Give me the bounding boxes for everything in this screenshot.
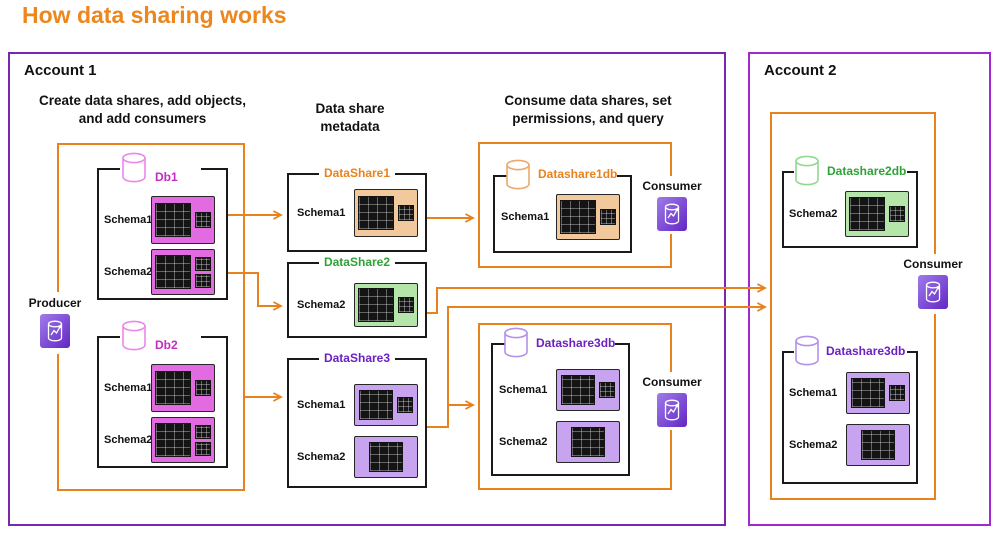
consumer1-label: Consumer (642, 179, 702, 193)
table-grid (155, 203, 191, 237)
producer-redshift-icon (40, 314, 70, 348)
datashare3db-schema1-label: Schema1 (499, 384, 548, 396)
table-grid (599, 382, 615, 398)
table-grid (195, 256, 211, 271)
table-grid (358, 288, 394, 322)
db2-schema2-label: Schema2 (104, 434, 153, 446)
datashare3-schema1-label: Schema1 (297, 399, 346, 411)
table-grid (600, 209, 616, 225)
datashare1-box (287, 173, 427, 252)
datashare3db-name: Datashare3db (536, 336, 616, 350)
account2-datashare3db-schema1-tables (846, 372, 910, 414)
table-grid (889, 206, 905, 222)
datashare1db-schema1-label: Schema1 (501, 211, 550, 223)
consumer2-redshift-icon (918, 275, 948, 309)
datashare1db-schema1-tables (556, 194, 620, 240)
datashare3-schema2-label: Schema2 (297, 451, 346, 463)
table-grid (851, 378, 885, 408)
table-grid (849, 197, 885, 231)
consumer2-label: Consumer (903, 257, 963, 271)
datashare2db-box (782, 171, 918, 248)
datashare3-box (287, 358, 427, 488)
db2-box (97, 336, 228, 468)
datashare3-name: DataShare3 (323, 351, 391, 365)
db1-box (97, 168, 228, 300)
heading-create: Create data shares, add objects, and add… (38, 93, 247, 126)
datashare1-schema1-label: Schema1 (297, 207, 346, 219)
table-grid (861, 430, 895, 460)
db1-name: Db1 (155, 170, 178, 184)
datashare1db-cylinder-icon (506, 159, 530, 190)
datashare3-schema1-tables (354, 384, 418, 426)
table-grid (358, 196, 394, 230)
account2-datashare3db-schema2-tables (846, 424, 910, 466)
page-title: How data sharing works (22, 2, 287, 28)
table-grid (369, 442, 403, 472)
account2-datashare3db-box (782, 351, 918, 484)
table-grid (398, 297, 414, 313)
datashare2db-cylinder-icon (795, 155, 819, 186)
consumer1-redshift-icon (657, 197, 687, 231)
producer-label: Producer (28, 296, 82, 310)
table-grid (195, 441, 211, 456)
datashare1-schema1-tables (354, 189, 418, 237)
datashare3db-schema2-label: Schema2 (499, 436, 548, 448)
table-grid (561, 375, 595, 405)
table-grid (359, 390, 393, 420)
datashare2-name: DataShare2 (323, 255, 391, 269)
account2-datashare3db-schema1-label: Schema1 (789, 387, 838, 399)
account2-datashare3db-schema2-label: Schema2 (789, 439, 838, 451)
heading-metadata: Data share metadata (315, 101, 385, 134)
table-grid (398, 205, 414, 221)
db2-cylinder-icon (122, 320, 146, 351)
datashare1db-name: Datashare1db (538, 167, 618, 181)
table-grid (155, 423, 191, 457)
table-grid (155, 371, 191, 405)
heading-consume: Consume data shares, set permissions, an… (504, 93, 672, 126)
datashare2-schema2-tables (354, 283, 418, 327)
datashare2-box (287, 262, 427, 338)
db2-schema1-tables (151, 364, 215, 412)
account2-datashare3db-name: Datashare3db (826, 344, 906, 358)
table-grid (397, 397, 413, 413)
db1-schema2-label: Schema2 (104, 266, 153, 278)
account2-label: Account 2 (764, 62, 837, 79)
db1-schema1-label: Schema1 (104, 214, 153, 226)
datashare1db-box (493, 175, 632, 253)
datashare2-schema2-label: Schema2 (297, 299, 346, 311)
db2-schema2-tables (151, 417, 215, 463)
consumer3-redshift-icon (657, 393, 687, 427)
db2-schema1-label: Schema1 (104, 382, 153, 394)
db1-schema1-tables (151, 196, 215, 244)
table-grid (889, 385, 905, 401)
table-grid (155, 255, 191, 289)
datashare2db-schema2-label: Schema2 (789, 208, 838, 220)
datashare3db-schema1-tables (556, 369, 620, 411)
datashare3-schema2-tables (354, 436, 418, 478)
table-grid (195, 424, 211, 439)
account1-label: Account 1 (24, 62, 97, 79)
table-grid (571, 427, 605, 457)
table-grid (195, 273, 211, 288)
datashare2db-schema2-tables (845, 191, 909, 237)
table-grid (195, 380, 211, 396)
datashare1-name: DataShare1 (323, 166, 391, 180)
datashare2db-name: Datashare2db (827, 164, 907, 178)
datashare3db-cylinder-icon (504, 327, 528, 358)
datashare3db-schema2-tables (556, 421, 620, 463)
db1-schema2-tables (151, 249, 215, 295)
db1-cylinder-icon (122, 152, 146, 183)
db2-name: Db2 (155, 338, 178, 352)
consumer3-label: Consumer (642, 375, 702, 389)
table-grid (195, 212, 211, 228)
account2-datashare3db-cylinder-icon (795, 335, 819, 366)
table-grid (560, 200, 596, 234)
